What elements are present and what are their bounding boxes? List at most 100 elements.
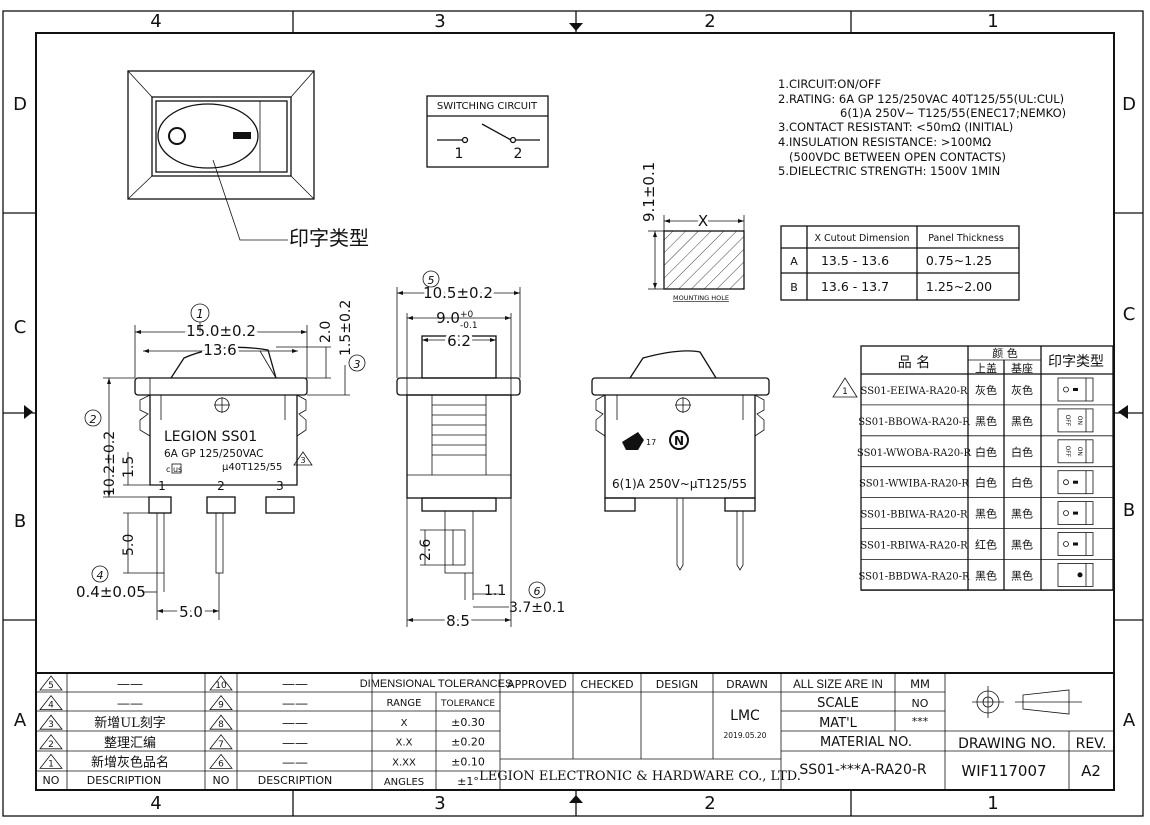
material-no-value: SS01-***A-RA20-R [799,762,927,778]
front-dim-pin-len: 5.0 [121,534,137,556]
product-rev-mark: 1 [842,387,848,397]
side-dim-base: 8.5 [446,612,470,630]
zone-col-4-top: 4 [150,11,161,32]
rev-triangle-icon [209,734,233,750]
cutout-row-a-t: 0.75~1.25 [926,253,992,268]
hole-width-label: X [698,212,708,230]
print-type-icon [1057,377,1094,402]
front-balloon-3: 3 [354,358,361,371]
zone-col-3-bottom: 3 [434,793,445,814]
hole-width-halo: X [698,212,708,230]
rev-right-no: 7 [218,740,224,750]
product-row-base: 黑色 [1011,414,1033,428]
rev-triangle-icon [39,675,63,691]
front-dim-overall: 15.0±0.2 [186,322,256,340]
rev-triangle-1 [832,377,858,398]
side-balloon-6: 6 [534,585,541,598]
ul-logo-icon [171,463,182,474]
spec-line-2: 2.RATING: 6A GP 125/250VAC 40T125/55(UL:… [778,92,1064,106]
circuit-pin-1: 1 [455,146,464,162]
product-row-name: SS01-BBOWA-RA20-R [858,417,970,428]
front-pin-3: 3 [276,479,284,493]
product-row-cover: 灰色 [975,383,997,397]
tolerance-tol-header: TOLERANCE [440,699,495,709]
zone-col-1-top: 1 [987,11,998,32]
rev-right-no: 10 [215,681,227,691]
rev-left-no: 4 [48,701,54,711]
spec-line-1: 1.CIRCUIT:ON/OFF [778,77,881,91]
rev-footer-desc-left: DESCRIPTION [87,774,161,787]
rev-left-desc: 新增灰色品名 [91,754,169,770]
scale-value: NO [912,697,929,710]
rev-triangle-icon [209,675,233,691]
print-on-label: ON [1076,416,1083,425]
rev-label: REV. [1076,736,1107,752]
matl-value: *** [912,715,929,728]
rev-left-desc: 新增UL刻字 [94,715,166,731]
product-row-cover: 黑色 [975,568,997,582]
drawn-date: 2019.05.20 [724,731,767,740]
cutout-row-b-x: 13.6 - 13.7 [821,279,889,294]
print-off-label: OFF [1064,415,1071,427]
cutout-row-a-id: A [790,255,798,268]
switch-front-view: LEGION SS01 6A GP 125/250VAC c us μ40T12… [76,300,366,624]
rev-left-desc: —— [117,697,143,712]
design-label: DESIGN [656,678,698,691]
rev-triangle-icon [39,694,63,710]
cutout-header-x: X Cutout Dimension [815,233,910,244]
rev-value: A2 [1081,762,1101,780]
tolerance-value: ±0.10 [451,755,485,768]
spec-line-6: (500VDC BETWEEN OPEN CONTACTS) [789,150,1006,164]
cutout-row-b-t: 1.25~2.00 [926,279,992,294]
print-type-icon [1057,501,1094,526]
spec-list: 1.CIRCUIT:ON/OFF 2.RATING: 6A GP 125/250… [778,77,1066,178]
side-dim-rocker-halo: 6.2 [447,332,471,350]
product-header-base: 基座 [1011,361,1033,375]
side-dim-mid-tol-down: -0.1 [460,321,478,331]
switching-circuit: SWITCHING CIRCUIT 1 2 [426,95,549,168]
on-bar-icon [1073,542,1078,546]
product-row-name: SS01-WWOBA-RA20-R [857,448,972,459]
rev-right-desc: —— [282,677,308,692]
zone-col-4-bottom: 4 [150,793,161,814]
product-row-base: 黑色 [1011,568,1033,582]
on-symbol-icon [233,132,251,139]
print-type-annotation: 印字类型 [289,226,369,250]
rev-left-no: 2 [48,740,54,750]
switch-top-view: 印字类型 [127,70,369,250]
side-dim-rocker: 6.2 [447,332,471,350]
rear-rating: 6(1)A 250V~μT125/55 [612,477,747,491]
zone-row-a-left: A [14,710,27,731]
enec-logo-icon [622,432,644,450]
off-circle-icon [1063,479,1069,486]
rev-footer-desc-right: DESCRIPTION [258,774,332,787]
balloon-2-icon [84,409,102,427]
zone-col-1-bottom: 1 [987,793,998,814]
rear-enec: 17 [646,438,656,447]
cutout-table: X Cutout Dimension Panel Thickness A 13.… [780,225,1020,301]
product-header-print: 印字类型 [1048,354,1104,370]
product-row-cover: 黑色 [975,414,997,428]
rev-triangle-icon [209,694,233,710]
product-header-cover: 上盖 [975,361,997,375]
front-dim-pitch: 5.0 [179,603,203,621]
cutout-row-b-id: B [790,281,798,294]
rev-right-desc: —— [282,716,308,731]
rev-right-desc: —— [282,697,308,712]
tolerance-range: X.X [396,738,413,749]
drawn-label: DRAWN [726,678,768,691]
drawing-no-value: WIF117007 [961,762,1046,780]
product-row-base: 灰色 [1011,383,1033,397]
drawing-no-label: DRAWING NO. [958,736,1056,752]
front-brand: LEGION SS01 [164,429,257,445]
product-header-color: 颜 色 [992,346,1018,360]
units-value: MM [910,677,930,691]
tolerance-value: ±0.20 [451,736,485,749]
off-circle-icon [1063,386,1069,393]
side-dim-mid-tol-up: +0 [460,310,474,320]
on-bar-icon [1073,511,1078,515]
balloon-5-icon [422,270,440,288]
tolerance-range: ANGLES [384,777,424,788]
